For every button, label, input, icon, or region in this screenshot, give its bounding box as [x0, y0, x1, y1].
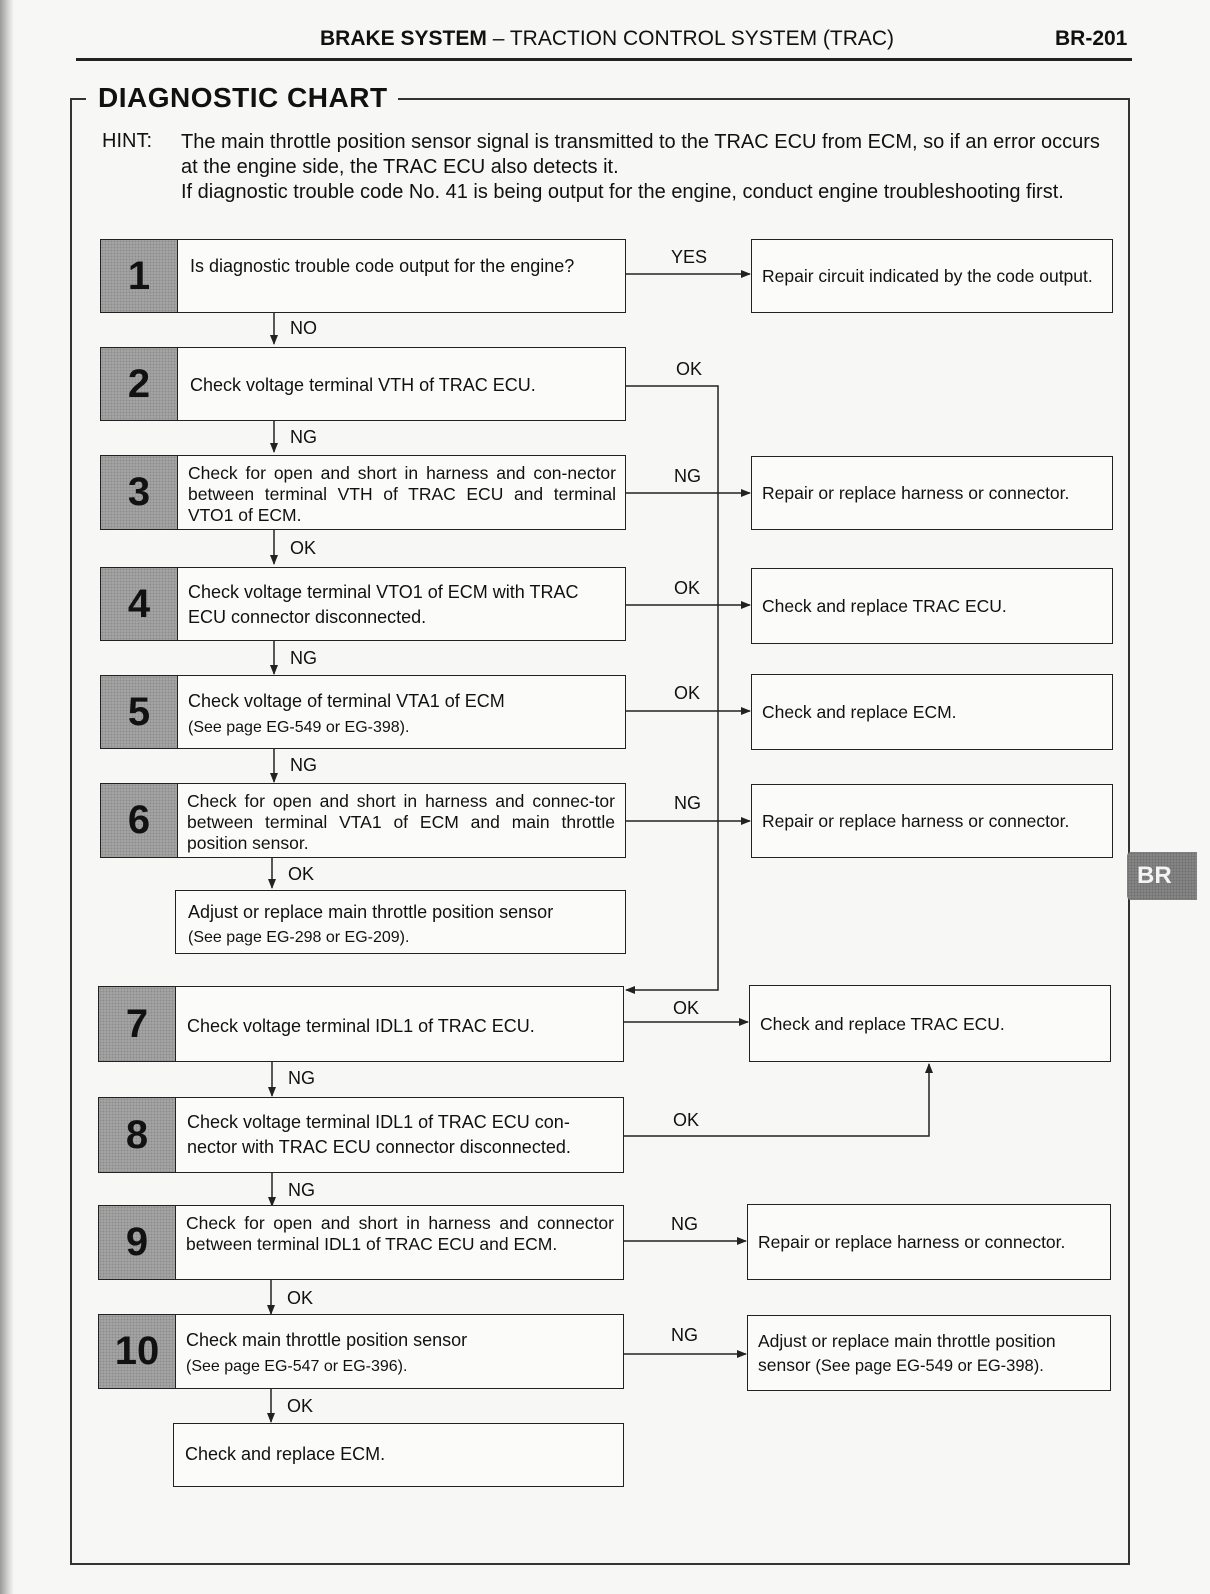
step-10-number: 10 — [98, 1314, 176, 1389]
adjust-sensor-main: Adjust or replace main throttle position… — [188, 902, 554, 922]
step-5-number: 5 — [100, 675, 178, 749]
result-6-text: Repair or replace harness or connector. — [762, 811, 1070, 831]
step-10-main: Check main throttle position sensor — [186, 1330, 468, 1350]
label-s4-ok: OK — [674, 578, 701, 598]
step-6-text: Check for open and short in harness and … — [187, 791, 615, 853]
section-tab-br: BR — [1127, 852, 1197, 900]
step-4-box — [100, 567, 626, 641]
hint-text: The main throttle position sensor signal… — [181, 130, 1116, 205]
label-s1-yes: YES — [671, 247, 708, 267]
label-s2-ok: OK — [676, 359, 703, 379]
hint-label: HINT: — [102, 130, 152, 152]
result-3-box: Repair or replace harness or connector. — [751, 456, 1113, 530]
step-1-box — [100, 239, 626, 313]
step-2-text: Check voltage terminal VTH of TRAC ECU. — [190, 375, 536, 395]
step-9-box — [98, 1205, 624, 1280]
step-8-text: Check voltage terminal IDL1 of TRAC ECU … — [187, 1112, 571, 1157]
result-10-text: Adjust or replace main throttle position… — [758, 1329, 1100, 1378]
result-10-box: Adjust or replace main throttle position… — [747, 1315, 1111, 1391]
step-10-box — [98, 1314, 624, 1389]
label-s6-ng: NG — [674, 793, 701, 813]
label-s10-ok: OK — [287, 1396, 314, 1416]
step-3-box — [100, 455, 626, 530]
step-7-box — [98, 986, 624, 1062]
step-8-number: 8 — [98, 1097, 176, 1173]
step-2-box — [100, 347, 626, 421]
step-1-number: 1 — [100, 239, 178, 313]
result-1-text: Repair circuit indicated by the code out… — [762, 266, 1093, 286]
final-ecm-text: Check and replace ECM. — [185, 1444, 386, 1464]
step-6-box — [100, 783, 626, 858]
label-s4-ng: NG — [290, 648, 317, 668]
header-rule — [76, 58, 1132, 61]
result-10-main: Adjust or replace main throttle position… — [758, 1330, 1056, 1375]
chart-frame — [70, 98, 1130, 1565]
step-5-main: Check voltage of terminal VTA1 of ECM — [188, 691, 505, 711]
label-s9-ng: NG — [671, 1214, 698, 1234]
step-4-number: 4 — [100, 567, 178, 641]
label-s3-ok: OK — [290, 538, 317, 558]
result-1-box: Repair circuit indicated by the code out… — [751, 239, 1113, 313]
step-3-text: Check for open and short in harness and … — [188, 463, 616, 525]
label-s2-ng: NG — [290, 427, 317, 447]
result-9-text: Repair or replace harness or connector. — [758, 1232, 1066, 1252]
step-9-number: 9 — [98, 1205, 176, 1280]
label-s9-ok: OK — [287, 1288, 314, 1308]
label-s1-no: NO — [290, 318, 317, 338]
step-5-ref: (See page EG-549 or EG-398). — [188, 719, 410, 736]
result-10-ref: (See page EG-549 or EG-398). — [815, 1356, 1044, 1375]
step-7-number: 7 — [98, 986, 176, 1062]
label-s8-ng: NG — [288, 1180, 315, 1200]
label-s5-ok: OK — [674, 683, 701, 703]
adjust-sensor-box — [175, 890, 626, 954]
result-9-box: Repair or replace harness or connector. — [747, 1204, 1111, 1280]
step-7-text: Check voltage terminal IDL1 of TRAC ECU. — [187, 1016, 535, 1036]
page-number: BR-201 — [1055, 27, 1128, 50]
adjust-sensor-ref: (See page EG-298 or EG-209). — [188, 929, 410, 946]
label-s8-ok: OK — [673, 1110, 700, 1130]
label-s3-ng: NG — [674, 466, 701, 486]
step-9-text: Check for open and short in harness and … — [186, 1213, 614, 1254]
result-4-box: Check and replace TRAC ECU. — [751, 568, 1113, 644]
adjust-sensor-text: Adjust or replace main throttle position… — [188, 900, 618, 950]
result-6-box: Repair or replace harness or connector. — [751, 784, 1113, 858]
final-ecm-box — [173, 1423, 624, 1487]
step-10-ref: (See page EG-547 or EG-396). — [186, 1358, 408, 1375]
label-s6-ok: OK — [288, 864, 315, 884]
step-8-box — [98, 1097, 624, 1173]
step-4-text: Check voltage terminal VTO1 of ECM with … — [188, 582, 579, 627]
page-header-title: BRAKE SYSTEM – TRACTION CONTROL SYSTEM (… — [320, 27, 895, 50]
result-3-text: Repair or replace harness or connector. — [762, 483, 1070, 503]
step-5-box — [100, 675, 626, 749]
result-7-box: Check and replace TRAC ECU. — [749, 985, 1111, 1062]
hint-line-2: If diagnostic trouble code No. 41 is bei… — [181, 181, 1064, 203]
step-10-text: Check main throttle position sensor (See… — [186, 1328, 616, 1379]
step-3-number: 3 — [100, 455, 178, 530]
step-5-text: Check voltage of terminal VTA1 of ECM (S… — [188, 689, 618, 740]
scan-edge — [0, 0, 14, 1594]
hint-line-1: The main throttle position sensor signal… — [181, 131, 1100, 178]
label-s5-ng: NG — [290, 755, 317, 775]
step-2-number: 2 — [100, 347, 178, 421]
label-s7-ng: NG — [288, 1068, 315, 1088]
result-5-text: Check and replace ECM. — [762, 702, 957, 722]
chart-title: DIAGNOSTIC CHART — [86, 82, 398, 114]
step-1-text: Is diagnostic trouble code output for th… — [190, 256, 575, 276]
result-4-text: Check and replace TRAC ECU. — [762, 596, 1007, 616]
label-s7-ok: OK — [673, 998, 700, 1018]
result-5-box: Check and replace ECM. — [751, 674, 1113, 750]
label-s10-ng: NG — [671, 1325, 698, 1345]
step-6-number: 6 — [100, 783, 178, 858]
result-7-text: Check and replace TRAC ECU. — [760, 1013, 1005, 1034]
